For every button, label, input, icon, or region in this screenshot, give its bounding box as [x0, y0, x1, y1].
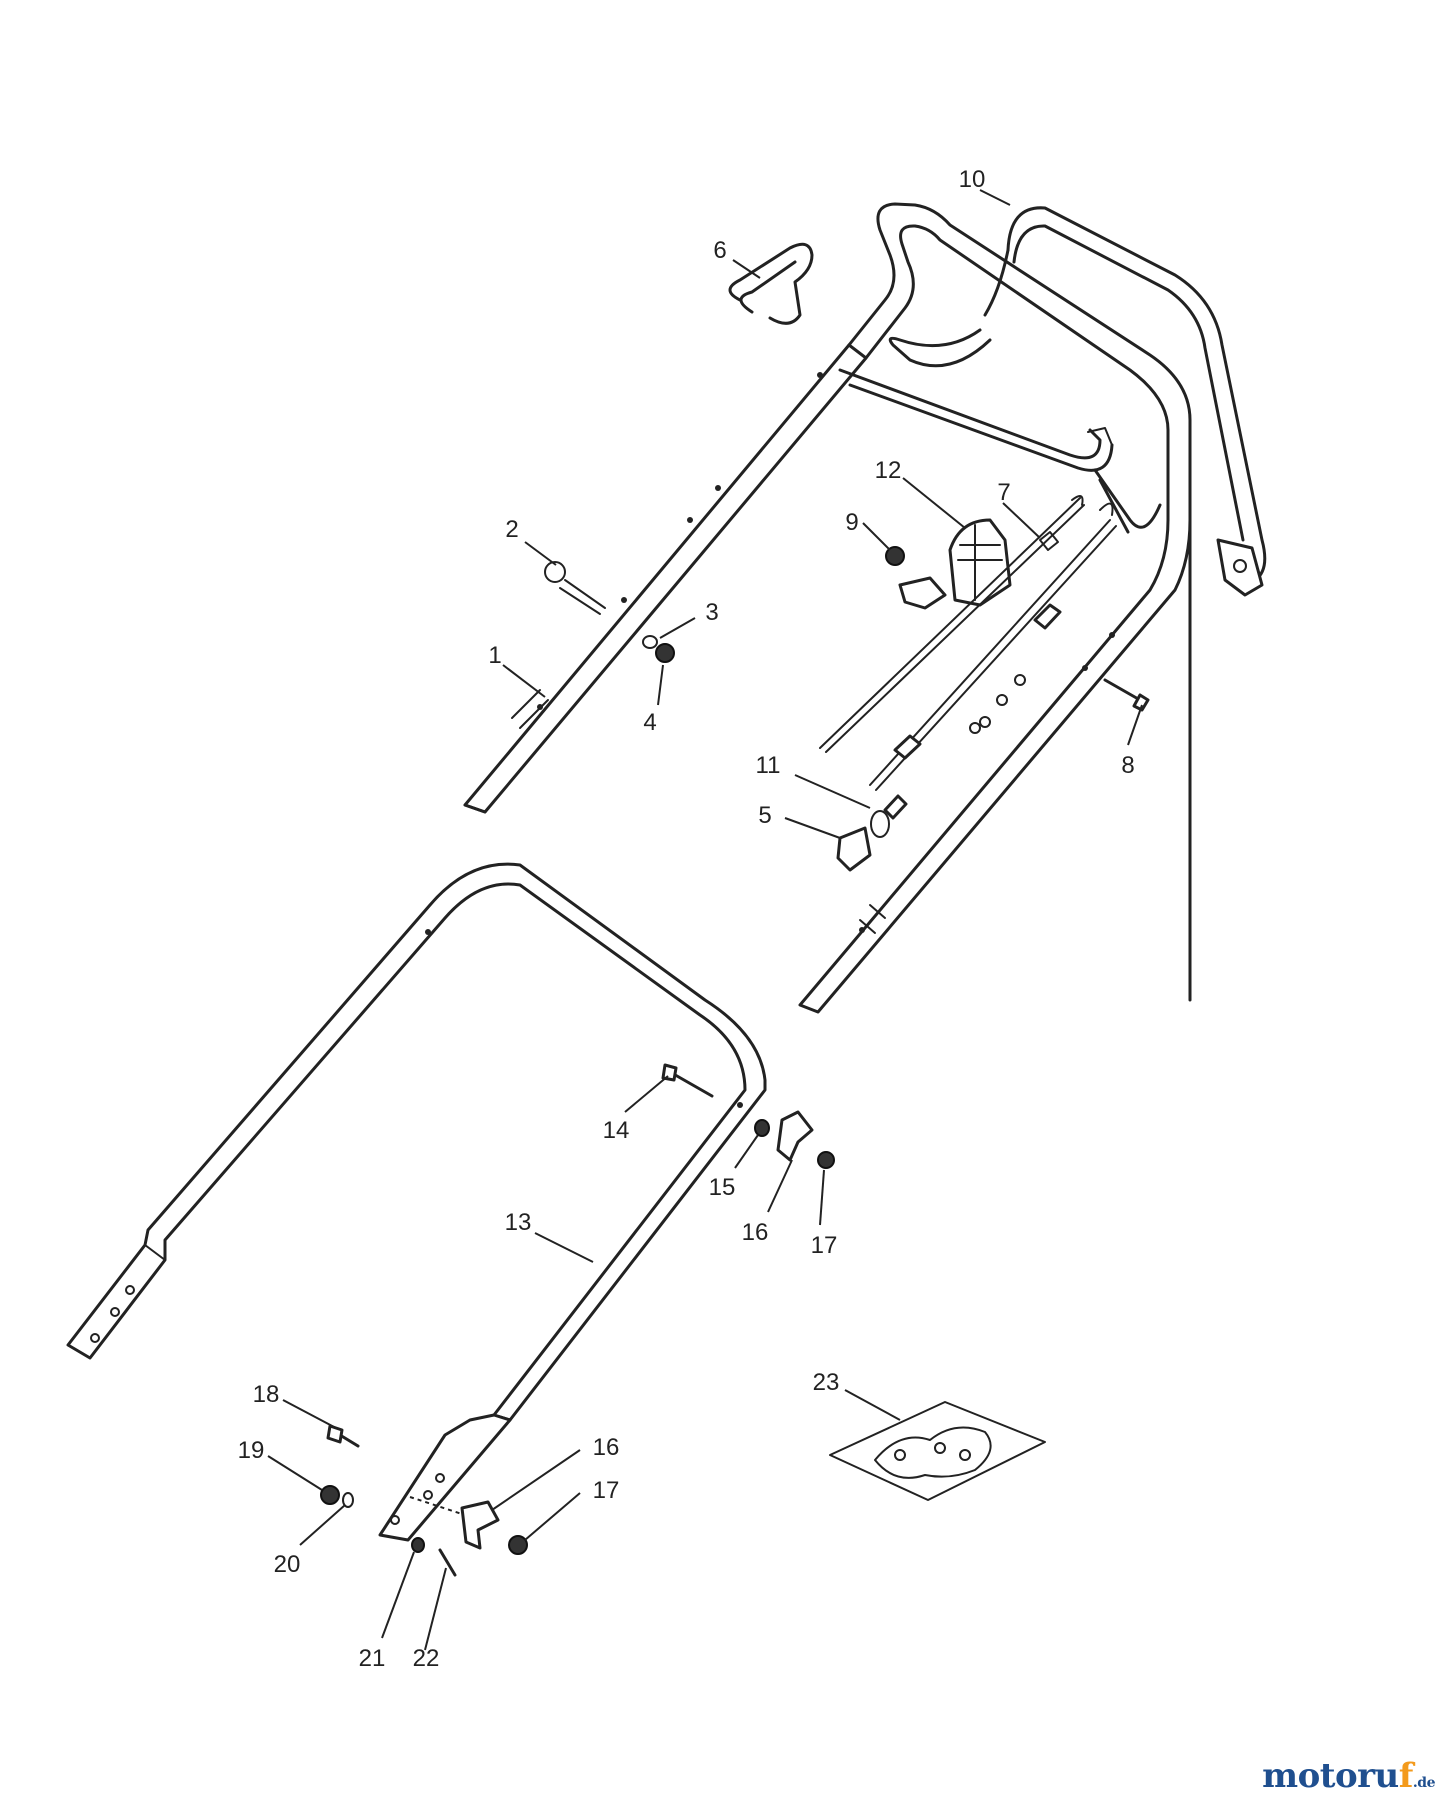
- knob-16-lower: [409, 1496, 500, 1550]
- callout-23: 23: [813, 1369, 840, 1396]
- upper-handle-top-bar: [798, 202, 1192, 1014]
- rear-bail: [728, 242, 1162, 534]
- callout-15: 15: [709, 1174, 736, 1201]
- callout-labels: 1 2 3 4 5 6 7 8 9 10 11 12 13 14 15 16 1…: [238, 166, 1135, 1672]
- bolt-14: [661, 1063, 714, 1098]
- washer-15-upper: [754, 1119, 770, 1137]
- callout-1: 1: [488, 642, 501, 669]
- nut-19: [320, 1485, 340, 1505]
- callout-8: 8: [1121, 752, 1134, 779]
- callout-11: 11: [756, 752, 781, 779]
- callout-9: 9: [845, 509, 858, 536]
- callout-16-upper: 16: [742, 1219, 769, 1246]
- cable-clip-5: [836, 826, 872, 872]
- callout-17-lower: 17: [593, 1477, 620, 1504]
- washer-20: [342, 1492, 354, 1508]
- callout-14: 14: [603, 1117, 630, 1144]
- nut-17-upper: [817, 1151, 835, 1169]
- callout-6: 6: [713, 237, 726, 264]
- callout-18: 18: [253, 1381, 280, 1408]
- callout-19: 19: [238, 1437, 265, 1464]
- washer-21: [411, 1537, 425, 1553]
- callout-12: 12: [875, 457, 902, 484]
- callout-4: 4: [643, 709, 656, 736]
- washer-3: [642, 635, 658, 649]
- callout-22: 22: [413, 1645, 440, 1672]
- cable-washers: [969, 674, 1026, 734]
- drive-bail: [888, 206, 1267, 597]
- callout-13: 13: [505, 1209, 532, 1236]
- nut-9: [885, 546, 905, 566]
- nut-17-lower: [508, 1535, 528, 1555]
- hardware-bag-23: [829, 1401, 1046, 1501]
- knob-16-upper: [776, 1110, 814, 1162]
- callout-16-lower: 16: [593, 1434, 620, 1461]
- hook-bolt-2: [544, 561, 606, 615]
- drive-cable: [869, 502, 1117, 838]
- callout-7: 7: [997, 479, 1010, 506]
- callout-5: 5: [758, 802, 771, 829]
- throttle-control: [898, 518, 1012, 610]
- bolt-18: [326, 1424, 360, 1448]
- leader-lines: [267, 189, 1143, 1651]
- lower-handle: [66, 862, 767, 1542]
- callout-2: 2: [505, 516, 518, 543]
- upper-handle-left-tube: [463, 343, 868, 814]
- callout-3: 3: [705, 599, 718, 626]
- motoruf-watermark: motoruf.de: [1262, 1756, 1435, 1796]
- callout-21: 21: [359, 1645, 386, 1672]
- throttle-cable: [819, 495, 1085, 753]
- nut-4: [655, 643, 675, 663]
- callout-20: 20: [274, 1551, 301, 1578]
- bolt-8: [1103, 678, 1150, 712]
- callout-17-upper: 17: [811, 1232, 838, 1259]
- callout-10: 10: [959, 166, 986, 193]
- screw-22: [438, 1548, 457, 1577]
